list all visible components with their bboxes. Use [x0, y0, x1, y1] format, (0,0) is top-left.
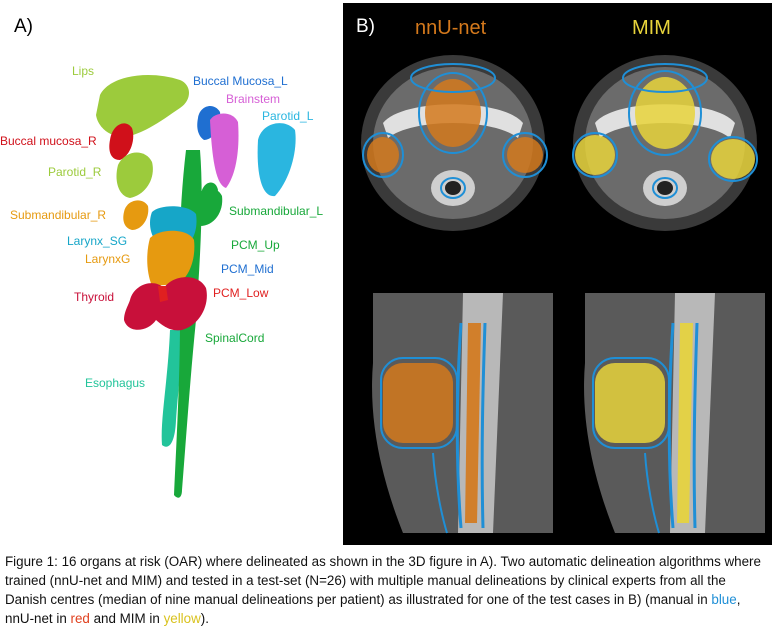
sagittal-ct-nnunet	[372, 293, 553, 534]
nnunet-title: nnU-net	[415, 17, 487, 39]
organ-label-brainstem: Brainstem	[226, 92, 281, 106]
organ-label-thyroid: Thyroid	[74, 290, 115, 304]
pcm-low-shape	[158, 286, 168, 302]
parotid-l-shape	[257, 123, 296, 197]
panel-b-label: B)	[356, 16, 375, 37]
organ-label-buccal-mucosa-l: Buccal Mucosa_L	[193, 74, 288, 88]
organ-label-lips: Lips	[72, 64, 95, 78]
organ-label-submandibular-l: Submandibular_L	[229, 204, 324, 218]
caption-text-1: Figure 1: 16 organs at risk (OAR) where …	[5, 554, 761, 607]
ct-images	[361, 55, 765, 534]
panel-a-label: A)	[14, 16, 33, 37]
thyroid-shape	[124, 277, 207, 331]
esophagus-shape	[161, 330, 184, 447]
mim-title: MIM	[632, 17, 671, 39]
buccal-mucosa-r-shape	[109, 123, 134, 160]
caption-text-2: , nnU-net in	[5, 592, 741, 626]
organ-label-pcm-mid: PCM_Mid	[221, 262, 274, 276]
organ-label-parotid-l: Parotid_L	[262, 109, 314, 123]
organ-label-pcm-low: PCM_Low	[213, 286, 269, 300]
submandibular-r-shape	[123, 200, 149, 230]
organ-label-larynxg: LarynxG	[85, 252, 131, 266]
organ-label-submandibular-r: Submandibular_R	[10, 208, 107, 222]
caption-red-word: red	[70, 611, 90, 626]
larynxg-shape	[147, 230, 195, 286]
caption-text-3: and MIM in	[89, 611, 164, 626]
caption-blue-word: blue	[711, 592, 737, 607]
organ-label-parotid-r: Parotid_R	[48, 165, 102, 179]
ct-comparison-panel: nnU-net MIM	[343, 3, 772, 545]
organ-3d-rendering	[96, 75, 296, 498]
organ-label-buccal-mucosa-r: Buccal mucosa_R	[0, 134, 97, 148]
caption-text-4: ).	[200, 611, 209, 626]
caption-yellow-word: yellow	[163, 611, 201, 626]
parotid-r-shape	[116, 152, 153, 198]
brainstem-shape	[210, 113, 239, 188]
axial-ct-mim	[572, 55, 758, 231]
organ-label-larynx-sg: Larynx_SG	[67, 234, 128, 248]
pcm-up-shape	[202, 182, 218, 205]
sagittal-ct-mim	[584, 293, 765, 534]
organ-label-esophagus: Esophagus	[85, 376, 146, 390]
organ-label-spinalcord: SpinalCord	[205, 331, 265, 345]
axial-ct-nnunet	[361, 55, 548, 231]
organ-label-pcm-up: PCM_Up	[231, 238, 280, 252]
figure-caption: Figure 1: 16 organs at risk (OAR) where …	[5, 552, 770, 628]
lips-shape	[96, 75, 189, 137]
